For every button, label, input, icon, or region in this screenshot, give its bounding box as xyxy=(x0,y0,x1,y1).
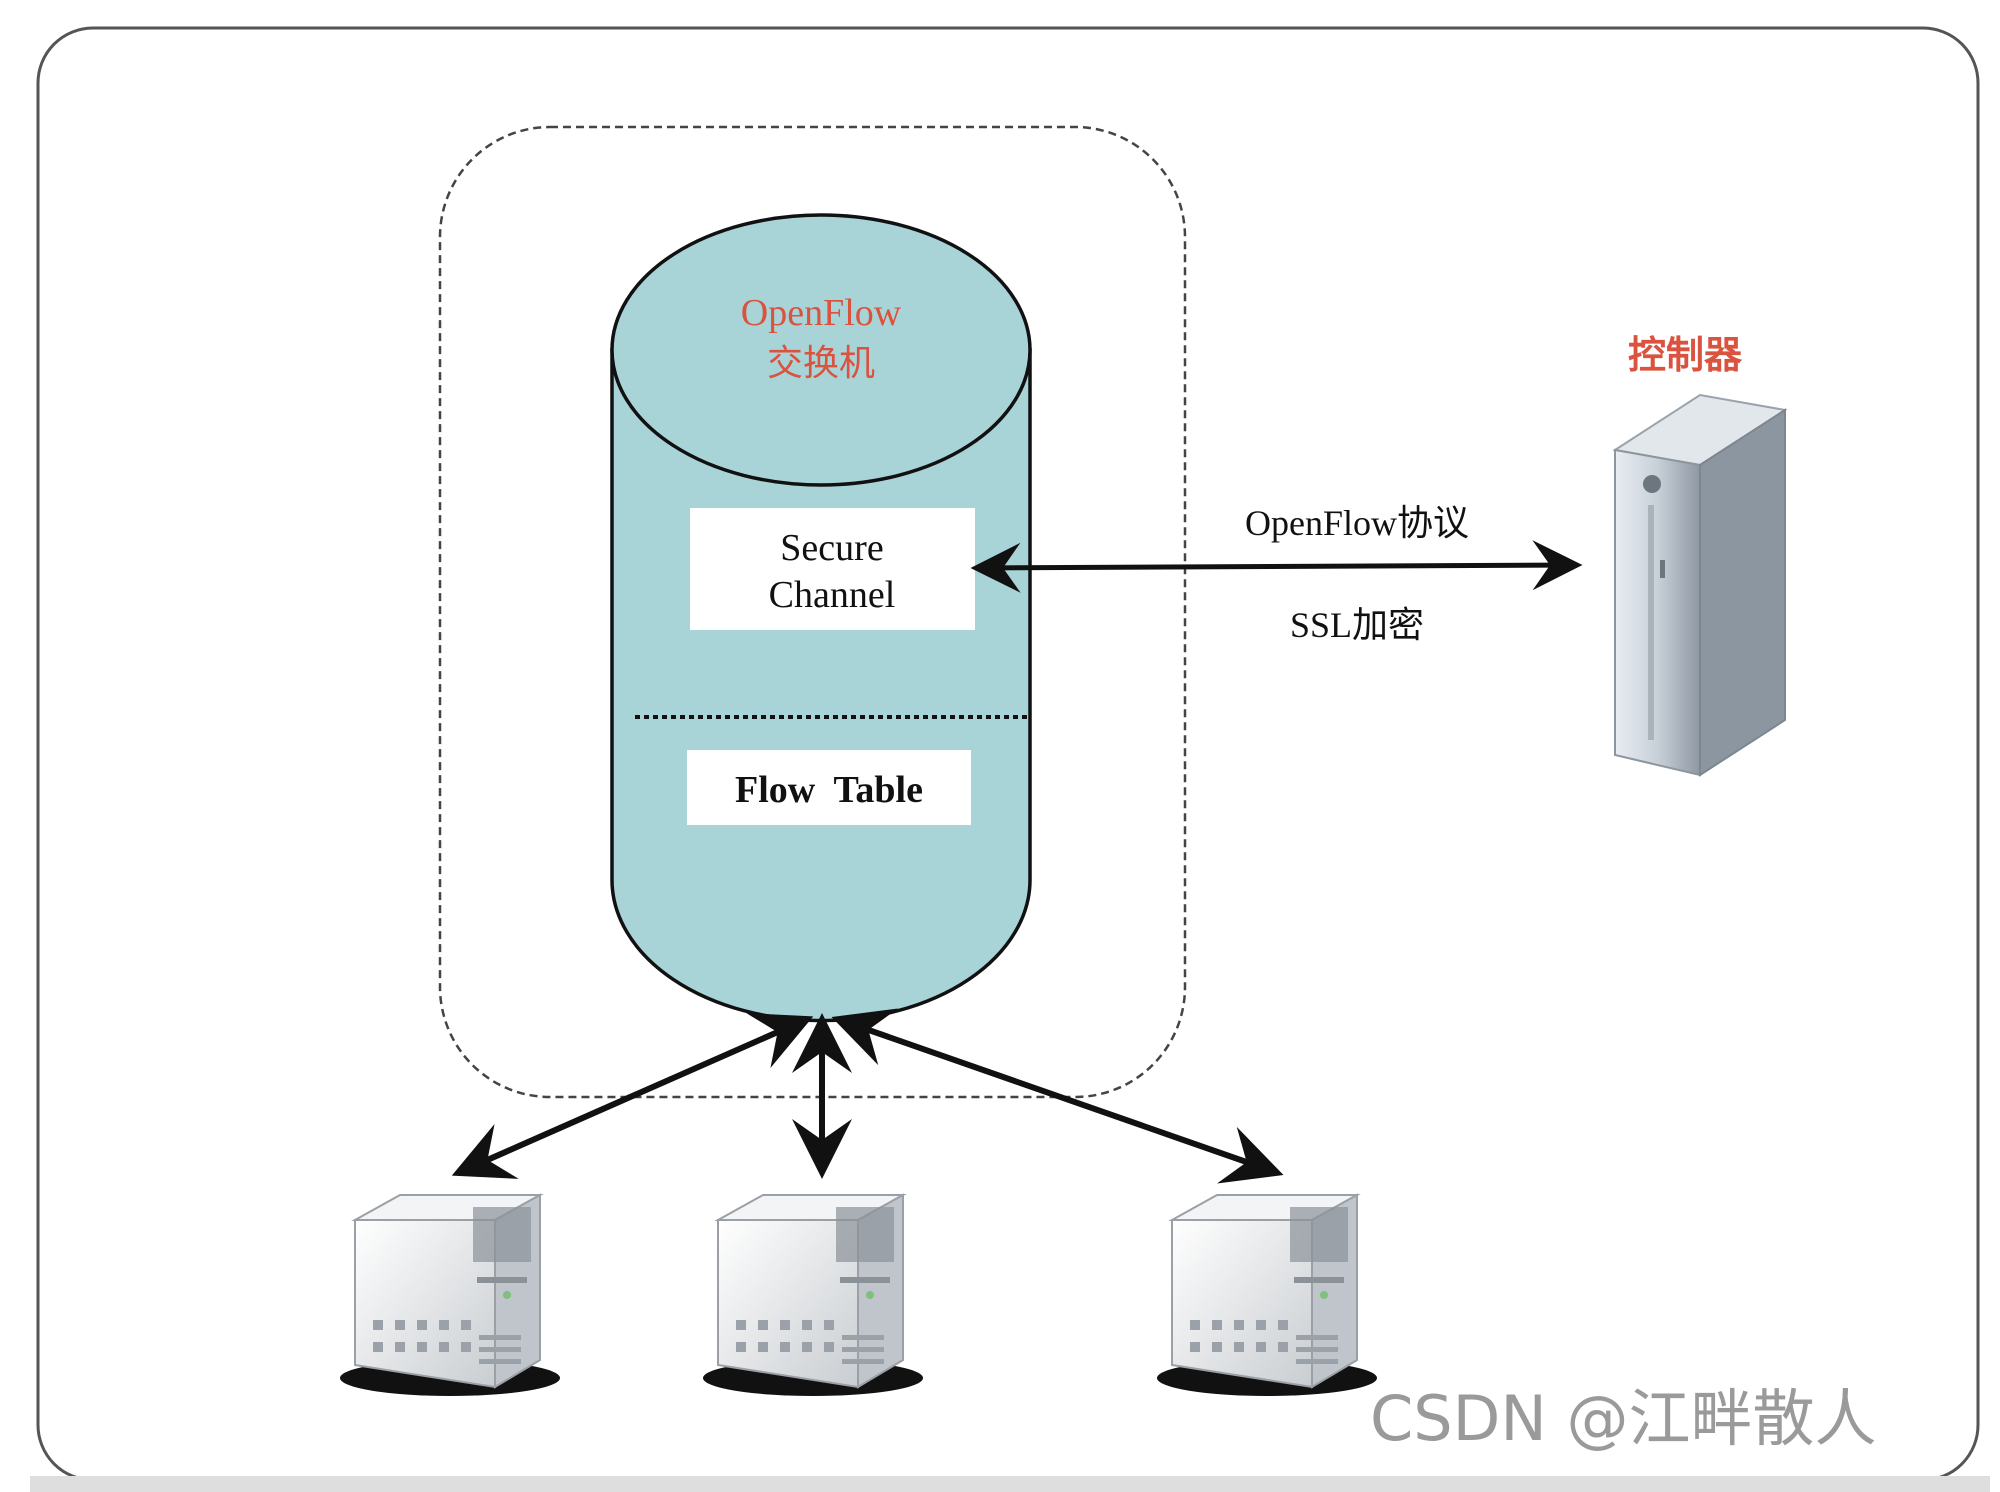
watermark: CSDN @江畔散人 xyxy=(1370,1382,1876,1455)
secure-channel-line1: Secure xyxy=(780,527,883,569)
protocol-label: OpenFlow协议 xyxy=(1245,503,1469,543)
controller-link-arrow xyxy=(970,540,1583,593)
bottom-band xyxy=(30,1476,1990,1492)
host-server-icon xyxy=(703,1193,923,1396)
secure-channel-box xyxy=(690,508,975,630)
host-server-icon xyxy=(340,1193,560,1396)
host-servers xyxy=(340,1193,1377,1396)
controller-server-icon xyxy=(1612,393,1788,777)
encryption-label: SSL加密 xyxy=(1290,605,1424,645)
host-server-icon xyxy=(1157,1193,1377,1396)
secure-channel-line2: Channel xyxy=(769,574,896,616)
switch-title-line2: 交换机 xyxy=(767,343,875,383)
host-link-arrow-1 xyxy=(451,1013,814,1179)
flow-table-box xyxy=(687,750,971,825)
switch-title-line1: OpenFlow xyxy=(741,292,902,334)
flow-table-label: Flow Table xyxy=(735,769,923,811)
switch-boundary xyxy=(438,125,1187,1099)
host-link-arrow-3 xyxy=(831,1008,1284,1184)
controller-label: 控制器 xyxy=(1628,335,1743,377)
